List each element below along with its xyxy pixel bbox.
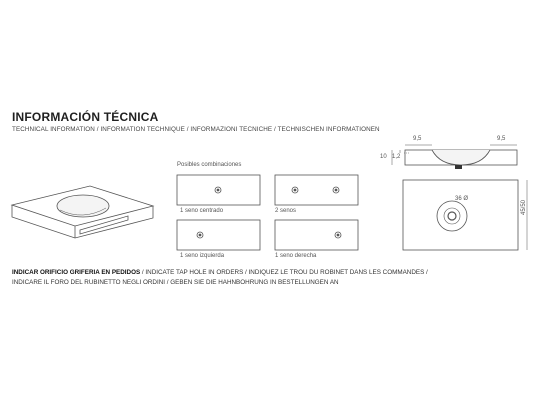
dim-rim: 1,2: [392, 154, 401, 160]
combo-label-two: 2 senos: [275, 208, 297, 214]
dim-tap-diameter: 36 Ø: [455, 196, 469, 202]
dim-height: 10: [380, 154, 387, 160]
combo-label-centered: 1 seno centrado: [180, 208, 224, 214]
order-note-line2: INDICARE IL FORO DEL RUBINETTO NEGLI ORD…: [12, 279, 339, 286]
page-title: INFORMACIÓN TÉCNICA: [12, 110, 159, 124]
combo-two-basins: [274, 174, 359, 206]
combo-centered: [176, 174, 261, 206]
plan-view: [402, 179, 528, 251]
isometric-basin: [10, 185, 155, 239]
section-view: [391, 144, 518, 169]
dim-width: 45/50: [521, 199, 527, 215]
combo-left: [176, 219, 261, 251]
order-note-bold: INDICAR ORIFICIO GRIFERIA EN PEDIDOS: [12, 269, 141, 276]
dim-left-depth: 9,5: [413, 136, 422, 142]
combinations-heading: Posibles combinaciones: [177, 162, 242, 168]
page-subtitle: TECHNICAL INFORMATION / INFORMATION TECH…: [12, 126, 380, 133]
combo-right: [274, 219, 359, 251]
order-note-line1: INDICAR ORIFICIO GRIFERIA EN PEDIDOS / I…: [12, 269, 428, 276]
dim-right-depth: 9,5: [497, 136, 506, 142]
order-note-rest: / INDICATE TAP HOLE IN ORDERS / INDIQUEZ…: [140, 269, 428, 276]
combo-label-left: 1 seno izquierda: [180, 253, 225, 259]
combo-label-right: 1 seno derecha: [275, 253, 317, 259]
